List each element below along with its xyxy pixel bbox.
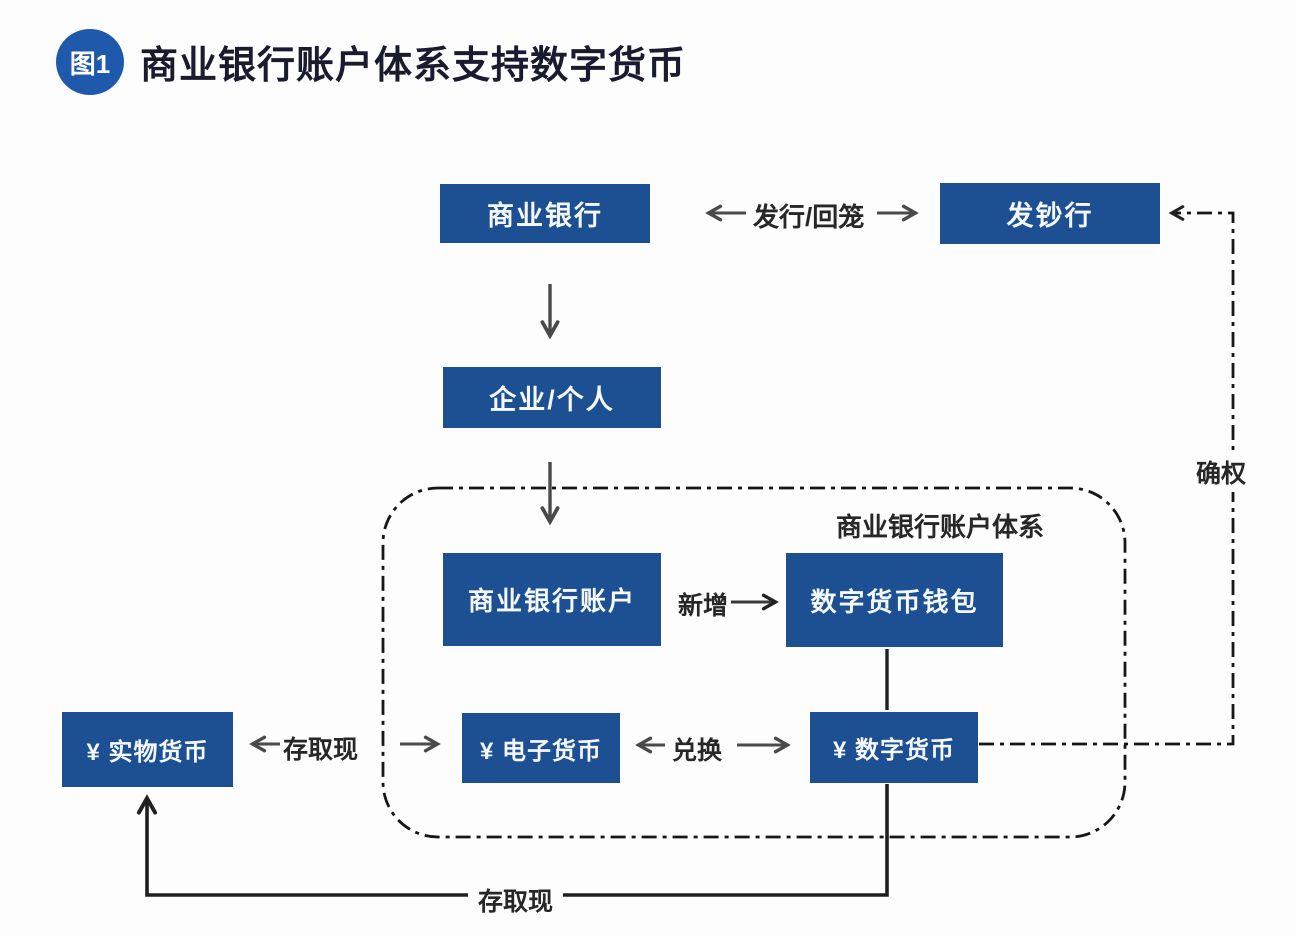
label-deposit-withdraw-cash: 存取现 (283, 736, 359, 764)
node-digital-currency: ¥ 数字货币 (810, 712, 978, 783)
node-electronic-currency: ¥ 电子货币 (462, 713, 620, 783)
node-issuing-bank: 发钞行 (940, 183, 1160, 244)
account-system-boundary (381, 486, 1127, 839)
label-account-system: 商业银行账户体系 (836, 512, 1045, 542)
label-issue-withdraw: 发行/回笼 (753, 202, 865, 232)
node-commercial-bank: 商业银行 (440, 184, 650, 243)
figure-header: 图1 商业银行账户体系支持数字货币 (0, 0, 1296, 110)
label-confirm-rights: 确权 (1186, 452, 1257, 492)
node-commercial-bank-account: 商业银行账户 (443, 553, 661, 646)
label-new-add: 新增 (678, 592, 729, 620)
label-deposit-withdraw-cash-bottom: 存取现 (468, 880, 564, 920)
figure-number-badge: 图1 (56, 29, 124, 95)
node-physical-currency: ¥ 实物货币 (62, 712, 233, 787)
figure-title: 商业银行账户体系支持数字货币 (140, 45, 687, 87)
line-bottom-deposit-path (147, 784, 889, 897)
label-exchange: 兑换 (672, 737, 723, 765)
node-digital-currency-wallet: 数字货币钱包 (786, 553, 1003, 647)
node-enterprise-individual: 企业/个人 (443, 367, 661, 428)
